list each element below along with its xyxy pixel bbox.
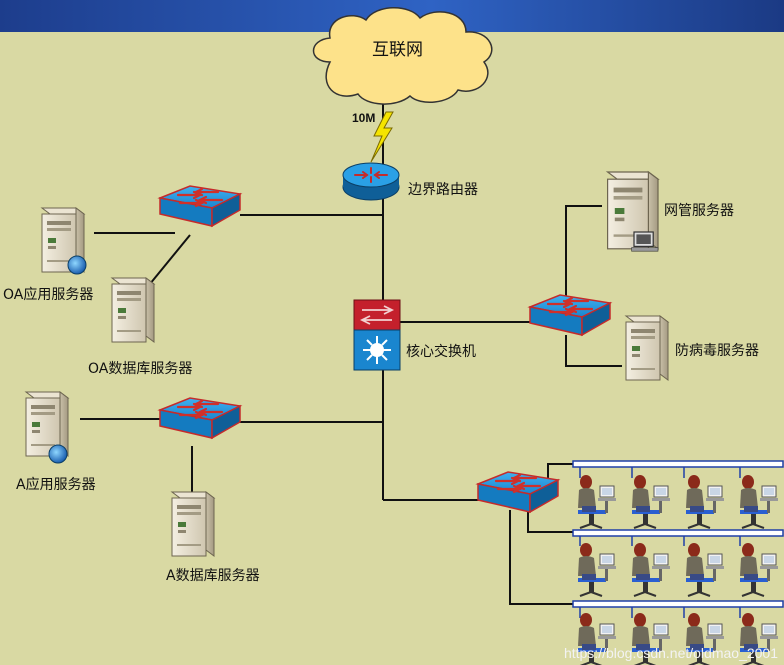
workstation-icon: [631, 474, 671, 529]
a-app-server-label: A应用服务器: [16, 477, 96, 493]
workstation-icon: [631, 542, 671, 597]
switch-mgmt-icon: [528, 293, 612, 337]
oa-db-server-icon: [111, 277, 155, 343]
switch-a-icon: [158, 396, 242, 440]
border-router-label: 边界路由器: [408, 182, 478, 198]
connection-lines: [80, 50, 622, 605]
oa-db-server-label: OA数据库服务器: [88, 361, 193, 377]
core-switch-icon: [353, 299, 401, 371]
globe-icon: [67, 255, 87, 275]
globe-icon: [48, 444, 68, 464]
a-db-server-icon: [171, 491, 215, 557]
oa-app-server-label: OA应用服务器: [3, 287, 94, 303]
switch-access-icon: [476, 470, 560, 514]
workstation-icon: [577, 474, 617, 529]
internet-cloud: [312, 7, 493, 105]
nms-server-label: 网管服务器: [664, 203, 734, 219]
internet-label: 互联网: [372, 40, 423, 60]
workstation-icon: [739, 474, 779, 529]
workstation-icon: [685, 474, 725, 529]
nms-server-icon: [606, 171, 659, 252]
antivirus-server-label: 防病毒服务器: [675, 343, 759, 359]
workstation-icon: [577, 542, 617, 597]
lightning-icon: [370, 111, 394, 163]
workstation-area: [572, 460, 784, 665]
watermark: https://blog.csdn.net/oldmao_2001: [563, 645, 778, 661]
switch-oa-icon: [158, 184, 242, 228]
workstation-icon: [685, 542, 725, 597]
link-speed-label: 10M: [352, 111, 376, 125]
workstation-icon: [739, 542, 779, 597]
antivirus-server-icon: [625, 315, 669, 381]
router-icon: [342, 162, 400, 201]
a-db-server-label: A数据库服务器: [166, 568, 260, 584]
core-switch-label: 核心交换机: [406, 344, 476, 360]
